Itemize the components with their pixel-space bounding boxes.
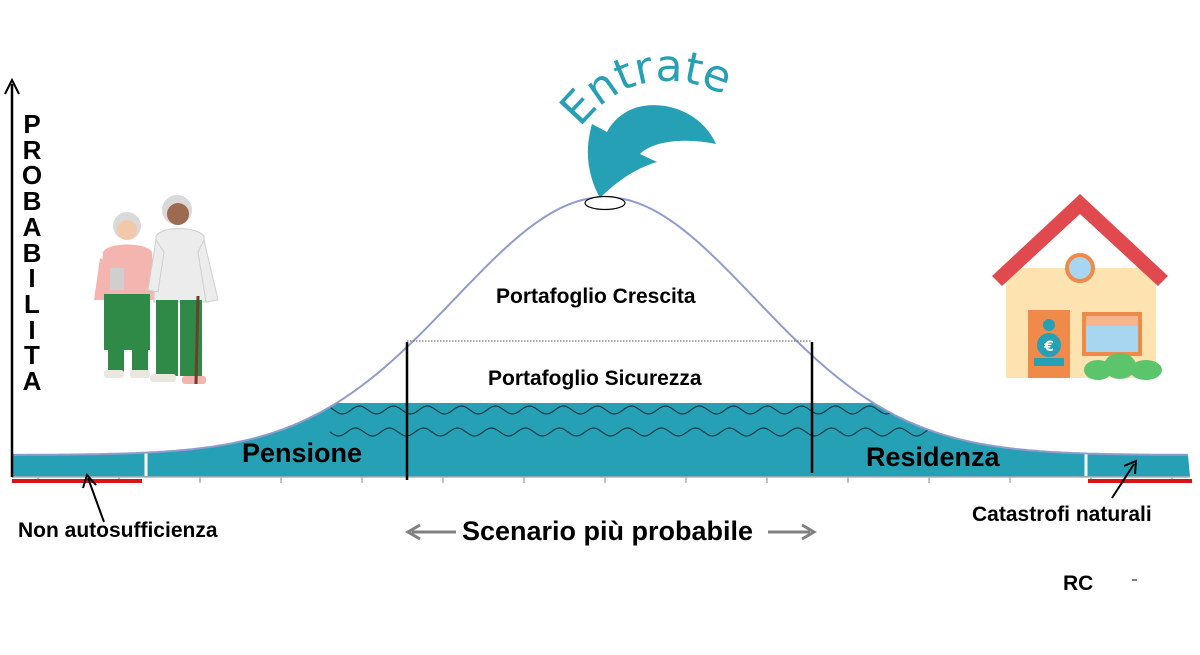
pensione-label: Pensione — [242, 438, 363, 468]
catastrofi-label: Catastrofi naturali — [972, 503, 1152, 526]
y-axis-letter: A — [22, 366, 42, 397]
teal-base-area — [12, 403, 1190, 477]
y-axis-letter: O — [21, 160, 43, 191]
y-axis-letter: B — [22, 237, 42, 268]
y-axis-letter: A — [22, 211, 42, 242]
scenario-label: Scenario più probabile — [462, 516, 754, 546]
elderly-couple-icon — [94, 195, 219, 385]
y-axis-arrowhead — [4, 77, 20, 95]
portafoglio-sicurezza-label: Portafoglio Sicurezza — [488, 367, 702, 390]
catastrofi-pointer-icon — [1111, 459, 1138, 499]
svg-text:€: € — [1043, 339, 1054, 355]
house-icon: € — [992, 194, 1168, 380]
y-axis-letter: I — [28, 263, 36, 294]
non-autosufficienza-pointer-icon — [82, 473, 105, 523]
y-axis-letter: L — [24, 288, 40, 319]
y-axis-letter: R — [22, 134, 42, 165]
y-axis-letter: B — [22, 186, 42, 217]
y-axis-letter: P — [23, 109, 41, 139]
rc-label: RC — [1063, 572, 1094, 595]
wave-lines — [299, 405, 975, 437]
y-axis-letter: T — [24, 340, 40, 371]
residenza-label: Residenza — [866, 442, 1000, 472]
scenario-double-arrow-icon — [405, 523, 817, 541]
entrate-arrow-icon — [587, 105, 716, 198]
peak-ellipse — [584, 195, 626, 211]
y-axis-letter: I — [28, 314, 36, 345]
x-axis-ticks — [37, 477, 1173, 483]
non-autosufficienza-label: Non autosufficienza — [18, 519, 218, 542]
portafoglio-crescita-label: Portafoglio Crescita — [496, 285, 696, 308]
